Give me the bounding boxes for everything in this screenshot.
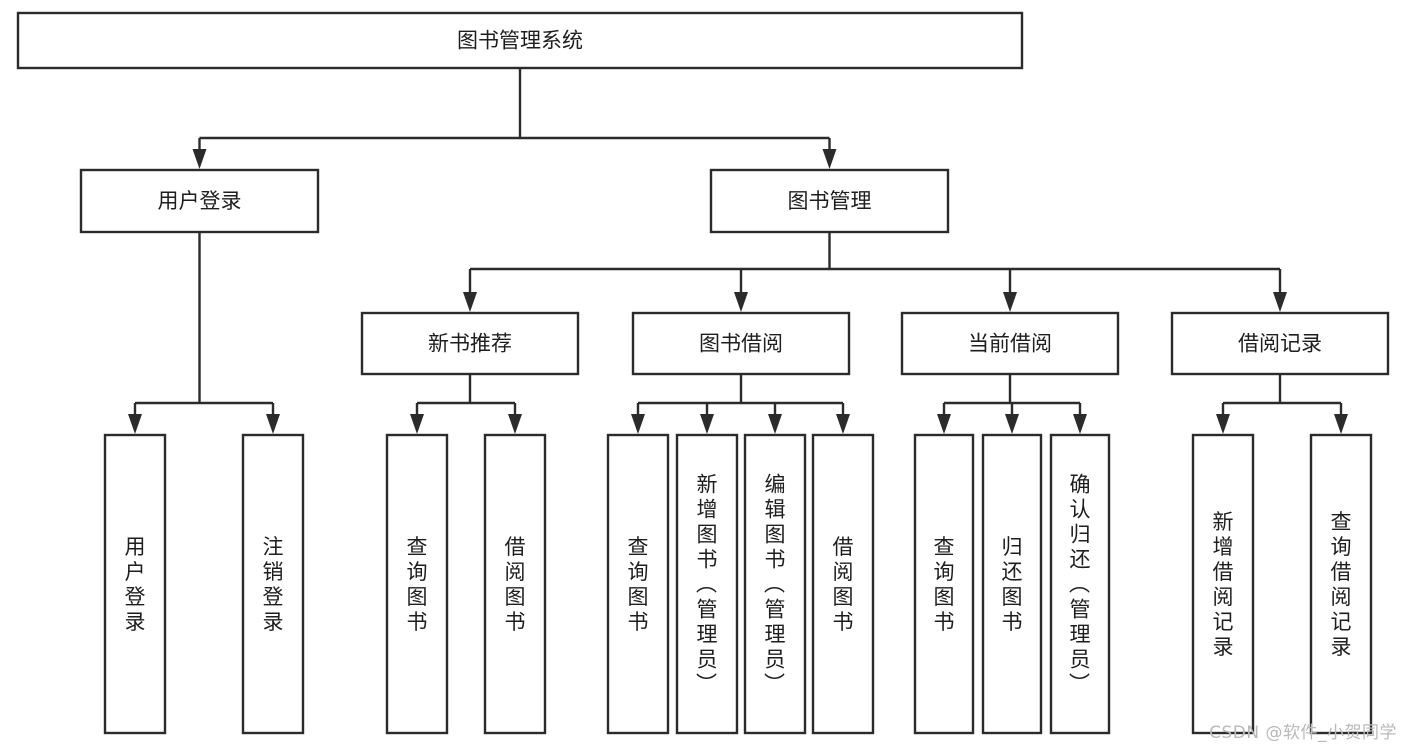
node-leaf-confirm-return[interactable]: 确认归还（管理员） [1049,433,1111,735]
node-leaf-borrow-book-label: 借阅图书 [833,535,854,634]
node-current-borrow[interactable]: 当前借阅 [900,311,1120,376]
connector-group-new-book-rec [410,374,522,434]
node-borrow-record-box[interactable] [1170,311,1390,376]
connector-group-root [192,68,837,169]
node-leaf-query-book-borrow-box[interactable] [606,433,670,735]
arrow-head-icon [700,414,714,434]
connector-group-book-borrow [631,374,850,434]
arrow-head-icon [192,149,207,169]
node-leaf-add-record-label: 新增借阅记录 [1213,510,1234,659]
node-leaf-user-login-box[interactable] [103,433,167,735]
node-leaf-add-book-label: 新增图书（管理员） [696,473,718,697]
arrow-head-icon [1334,414,1348,434]
arrow-head-icon [1003,292,1017,312]
node-layer: 图书管理系统用户登录图书管理新书推荐图书借阅当前借阅借阅记录用户登录注销登录查询… [16,11,1390,735]
arrow-head-icon [631,414,645,434]
arrow-head-icon [836,414,850,434]
node-current-borrow-label: 当前借阅 [968,332,1052,356]
node-leaf-add-record-box[interactable] [1191,433,1255,735]
node-leaf-borrow-book-rec[interactable]: 借阅图书 [483,433,547,735]
node-user-login-box[interactable] [79,168,320,234]
node-leaf-user-login[interactable]: 用户登录 [103,433,167,735]
node-leaf-borrow-book-rec-box[interactable] [483,433,547,735]
arrow-head-icon [822,149,837,169]
node-leaf-add-book-box[interactable] [675,433,739,735]
node-leaf-borrow-book-rec-label: 借阅图书 [505,535,526,634]
arrow-head-icon [266,414,280,434]
arrow-head-icon [410,414,424,434]
node-leaf-query-book-borrow-label: 查询图书 [628,535,649,634]
arrow-head-icon [1073,414,1087,434]
node-book-borrow-box[interactable] [631,311,851,376]
node-leaf-edit-book-box[interactable] [743,433,807,735]
node-leaf-query-book-cur[interactable]: 查询图书 [913,433,975,735]
connector-group-borrow-record [1216,374,1348,434]
arrow-head-icon [937,414,951,434]
node-leaf-query-record[interactable]: 查询借阅记录 [1309,433,1373,735]
node-book-manage[interactable]: 图书管理 [709,168,950,234]
arrow-head-icon [734,292,748,312]
node-leaf-query-book-rec-box[interactable] [385,433,449,735]
node-book-manage-label: 图书管理 [788,189,872,213]
node-leaf-logout[interactable]: 注销登录 [241,433,305,735]
node-book-borrow[interactable]: 图书借阅 [631,311,851,376]
node-leaf-return-book-label: 归还图书 [1002,535,1023,634]
arrow-head-icon [768,414,782,434]
node-new-book-rec-box[interactable] [360,311,580,376]
node-borrow-record[interactable]: 借阅记录 [1170,311,1390,376]
node-leaf-confirm-return-box[interactable] [1049,433,1111,735]
arrow-head-icon [463,292,477,312]
node-user-login[interactable]: 用户登录 [79,168,320,234]
arrow-head-icon [1005,414,1019,434]
connector-layer [128,68,1348,434]
arrow-head-icon [508,414,522,434]
node-root-root[interactable]: 图书管理系统 [16,11,1024,70]
node-leaf-query-book-cur-box[interactable] [913,433,975,735]
arrow-head-icon [128,414,142,434]
node-leaf-return-book-box[interactable] [981,433,1043,735]
node-current-borrow-box[interactable] [900,311,1120,376]
node-leaf-query-book-rec[interactable]: 查询图书 [385,433,449,735]
node-leaf-edit-book-label: 编辑图书（管理员） [764,473,786,697]
node-leaf-query-book-rec-label: 查询图书 [407,535,428,634]
node-leaf-edit-book[interactable]: 编辑图书（管理员） [743,433,807,735]
node-new-book-rec-label: 新书推荐 [428,332,512,356]
arrow-head-icon [1216,414,1230,434]
node-book-manage-box[interactable] [709,168,950,234]
node-leaf-query-record-box[interactable] [1309,433,1373,735]
node-leaf-borrow-book-box[interactable] [811,433,875,735]
node-leaf-logout-label: 注销登录 [263,535,284,634]
connector-group-current-borrow [937,374,1087,434]
watermark-text: CSDN @软件_小贺同学 [1209,723,1397,743]
node-leaf-logout-box[interactable] [241,433,305,735]
node-leaf-user-login-label: 用户登录 [125,535,146,634]
connector-group-user-login [128,232,280,434]
node-leaf-confirm-return-label: 确认归还（管理员） [1069,473,1091,697]
node-leaf-query-record-label: 查询借阅记录 [1331,510,1352,659]
node-leaf-add-book[interactable]: 新增图书（管理员） [675,433,739,735]
node-leaf-add-record[interactable]: 新增借阅记录 [1191,433,1255,735]
node-new-book-rec[interactable]: 新书推荐 [360,311,580,376]
node-borrow-record-label: 借阅记录 [1238,332,1322,356]
node-user-login-label: 用户登录 [158,189,242,213]
node-leaf-return-book[interactable]: 归还图书 [981,433,1043,735]
node-leaf-query-book-borrow[interactable]: 查询图书 [606,433,670,735]
node-leaf-query-book-cur-label: 查询图书 [934,535,955,634]
node-root-root-label: 图书管理系统 [457,29,583,53]
arrow-head-icon [1273,292,1287,312]
node-book-borrow-label: 图书借阅 [699,332,783,356]
node-root-root-box[interactable] [16,11,1024,70]
node-leaf-borrow-book[interactable]: 借阅图书 [811,433,875,735]
connector-group-book-manage [463,232,1287,312]
